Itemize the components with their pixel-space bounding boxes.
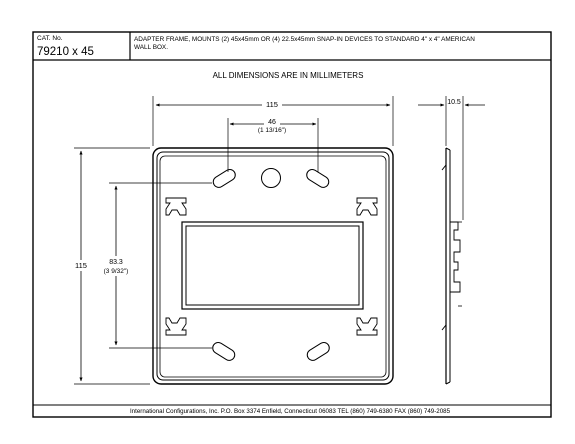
mount-spacing-label: 83.3 <box>109 259 123 266</box>
side-clip-profile <box>450 221 461 293</box>
footer-address: International Configurations, Inc. P.O. … <box>130 408 451 415</box>
mounting-slot-bottom-left <box>212 341 236 361</box>
units-note: ALL DIMENSIONS ARE IN MILLIMETERS <box>213 71 364 80</box>
overall-width-label: 115 <box>266 100 278 109</box>
center-screw-hole <box>261 168 281 188</box>
snap-clip-top-left <box>165 197 187 216</box>
overall-height-label: 115 <box>75 261 87 270</box>
frame-inner-2 <box>159 155 387 378</box>
mount-spacing-inch-label: (3 9/32") <box>104 268 129 275</box>
slot-spacing-label: 46 <box>268 119 276 126</box>
depth-label: 10.5 <box>447 99 461 106</box>
snap-clip-top-right <box>356 197 378 216</box>
frame-inner-1 <box>156 151 390 381</box>
device-opening-inner <box>185 225 360 306</box>
title-block: CAT. No. 79210 x 45 ADAPTER FRAME, MOUNT… <box>33 32 551 61</box>
mounting-slot-top-right <box>306 168 330 188</box>
description-line-1: ADAPTER FRAME, MOUNTS (2) 45x45mm OR (4)… <box>134 36 475 43</box>
snap-clip-bottom-left <box>165 317 187 336</box>
dimension-slot-spacing: 46 (1 13/16") <box>227 117 319 172</box>
dimension-overall-height: 115 <box>72 147 150 385</box>
device-opening-outer <box>181 221 364 310</box>
front-view <box>152 147 394 385</box>
slot-spacing-inch-label: (1 13/16") <box>258 127 286 134</box>
side-view <box>441 147 462 385</box>
dimension-overall-width: 115 <box>152 96 394 146</box>
cat-label: CAT. No. <box>37 35 63 42</box>
mounting-slot-bottom-right <box>306 341 330 361</box>
description-line-2: WALL BOX. <box>134 44 168 51</box>
snap-clip-bottom-right <box>356 317 378 336</box>
sheet-border <box>32 31 552 418</box>
dimension-depth: 10.5 <box>418 96 485 220</box>
frame-outer <box>152 147 394 385</box>
dimension-mount-spacing: 83.3 (3 9/32") <box>101 182 212 349</box>
mounting-slot-top-left <box>212 168 236 188</box>
cat-number: 79210 x 45 <box>37 46 94 58</box>
